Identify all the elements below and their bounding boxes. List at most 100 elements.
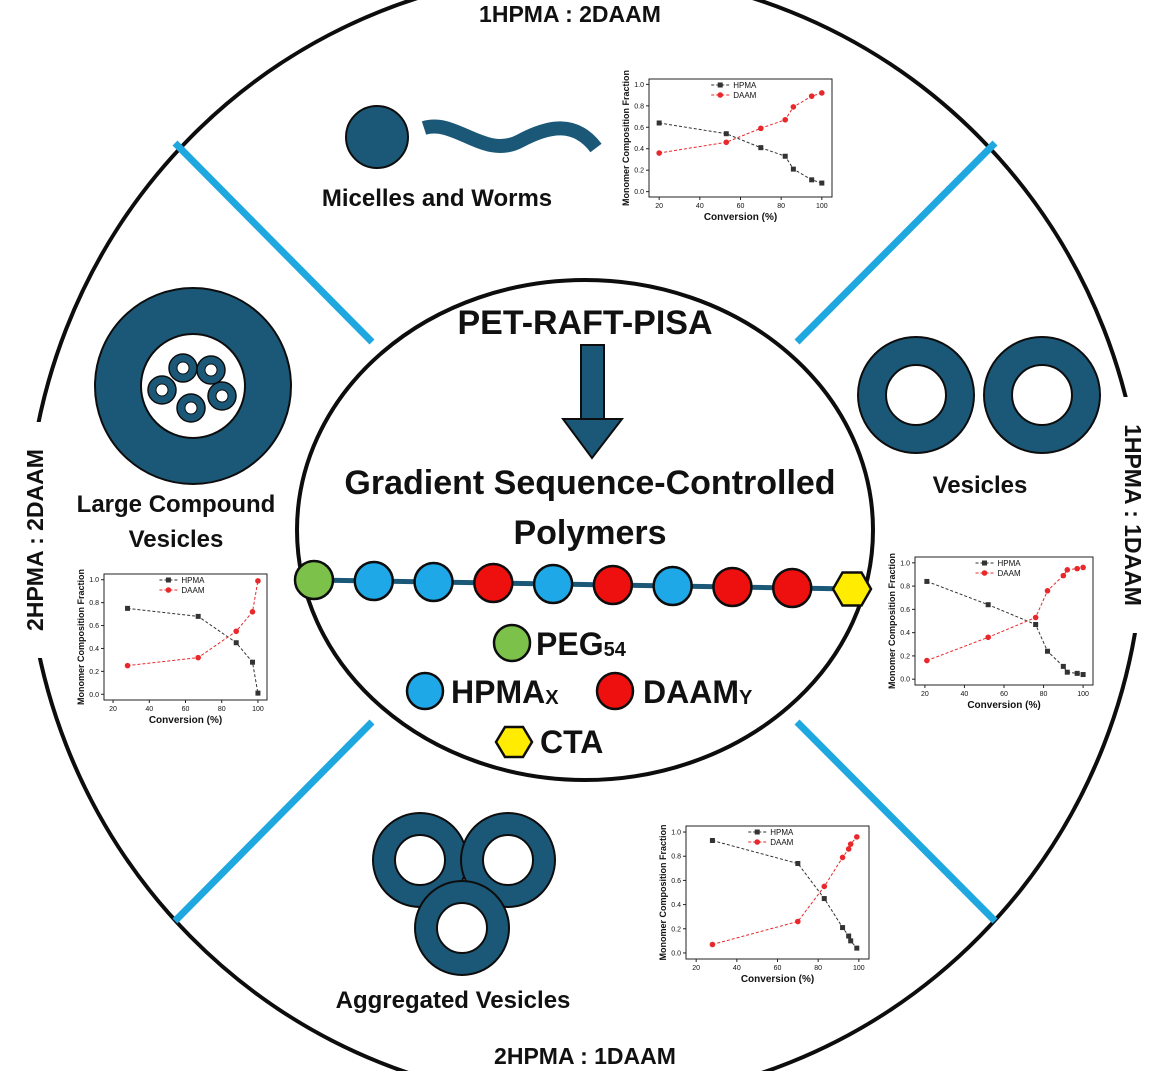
x-axis-label: Conversion (%) [149,715,222,726]
legend-label: HPMA [998,559,1022,568]
hpma-subscript: X [545,687,559,709]
svg-text:DAAMY: DAAMY [643,674,753,710]
y-tick-label: 0.4 [900,630,910,637]
data-point-daam [795,918,801,925]
data-point-hpma [195,613,201,619]
legend-label: DAAM [998,569,1021,578]
data-point-daam [790,104,797,110]
divider-top-left [172,140,375,345]
data-point-daam [255,578,261,584]
chain-unit-daam [473,562,514,604]
x-tick-label: 60 [1000,691,1008,698]
worm-shape [421,119,602,153]
inner-circle [295,278,875,782]
data-point-hpma [924,578,930,584]
data-point-hpma [1045,648,1051,654]
x-axis-label: Conversion (%) [967,700,1040,711]
y-tick-label: 0.6 [900,607,910,614]
chain-unit-hpma [652,565,693,607]
ratio-right: 1HPMA : 1DAAM [1120,424,1146,606]
y-axis-label: Monomer Composition Fraction [887,553,897,689]
data-point-hpma [1060,663,1066,669]
chain-unit-daam [771,567,813,609]
data-point-hpma [656,120,662,126]
quadrant-dividers [172,140,998,924]
y-tick-label: 0.8 [634,103,644,110]
chain-unit-daam [592,564,634,606]
hpma-label: HPMA [451,674,545,710]
legend-label: HPMA [770,828,794,837]
y-tick-label: 1.0 [671,830,681,837]
legend-marker [717,82,723,88]
chain-backbone [313,577,853,592]
y-tick-label: 0.6 [671,878,681,885]
x-tick-label: 20 [692,965,700,972]
ratio-bottom: 2HPMA : 1DAAM [494,1043,676,1069]
data-point-daam [195,654,201,661]
data-point-daam [854,834,860,840]
cta-swatch [494,725,534,759]
legend-daam: DAAMY [595,671,753,711]
peg-label: PEG [536,626,604,662]
x-tick-label: 40 [961,691,969,698]
data-point-daam [1032,614,1039,621]
data-point-hpma [848,938,854,944]
y-tick-label: 0.0 [634,189,644,196]
data-point-hpma [821,896,827,902]
data-point-hpma [846,933,852,939]
plot-frame [685,825,870,960]
plot-frame [103,573,268,701]
data-point-hpma [985,602,991,608]
x-tick-label: 60 [774,965,782,972]
legend-label: DAAM [770,838,793,847]
chain-unit-daam [712,566,753,608]
down-arrow [561,344,625,460]
label-lcv-line2: Vesicles [129,526,224,553]
y-tick-label: 0.6 [634,125,644,132]
x-tick-label: 60 [737,203,745,210]
data-point-daam [808,93,815,99]
ratio-right-label: 1HPMA : 1DAAM [1115,397,1155,633]
chain-unit-hpma [353,560,395,602]
y-axis-label: Monomer Composition Fraction [621,70,631,206]
y-tick-label: 0.2 [900,653,910,660]
x-tick-label: 20 [921,691,929,698]
data-point-hpma [233,640,239,646]
divider-bottom-left [172,719,375,924]
legend-cta: CTA [494,724,603,760]
ratio-left-label: 2HPMA : 2DAAM [13,422,53,658]
plot-frame [648,78,833,198]
x-tick-label: 20 [109,706,117,713]
x-tick-label: 60 [182,706,190,713]
y-tick-label: 0.4 [89,646,99,653]
data-point-hpma [1064,669,1070,675]
y-tick-label: 1.0 [634,82,644,89]
data-point-hpma [790,166,796,172]
data-point-daam [124,662,131,669]
x-tick-label: 40 [696,203,704,210]
aggregated-vesicle-shapes [372,812,556,976]
data-point-hpma [255,690,261,696]
data-point-hpma [840,925,846,931]
label-vesicles: Vesicles [933,472,1028,499]
data-point-hpma [250,659,256,665]
ratio-top-label: 1HPMA : 2DAAM [452,0,688,28]
legend-marker [982,560,988,566]
peg-swatch [492,623,532,663]
hpma-swatch [405,671,445,711]
y-tick-label: 0.2 [671,926,681,933]
data-point-daam [233,628,240,635]
x-tick-label: 100 [853,965,865,972]
legend-marker [717,92,724,98]
data-point-daam [924,657,930,664]
x-tick-label: 80 [777,203,785,210]
data-point-daam [1074,565,1080,572]
series-line-hpma [926,580,1084,675]
data-point-daam [1044,587,1051,594]
x-axis-label: Conversion (%) [704,212,777,223]
y-tick-label: 0.0 [671,950,681,957]
